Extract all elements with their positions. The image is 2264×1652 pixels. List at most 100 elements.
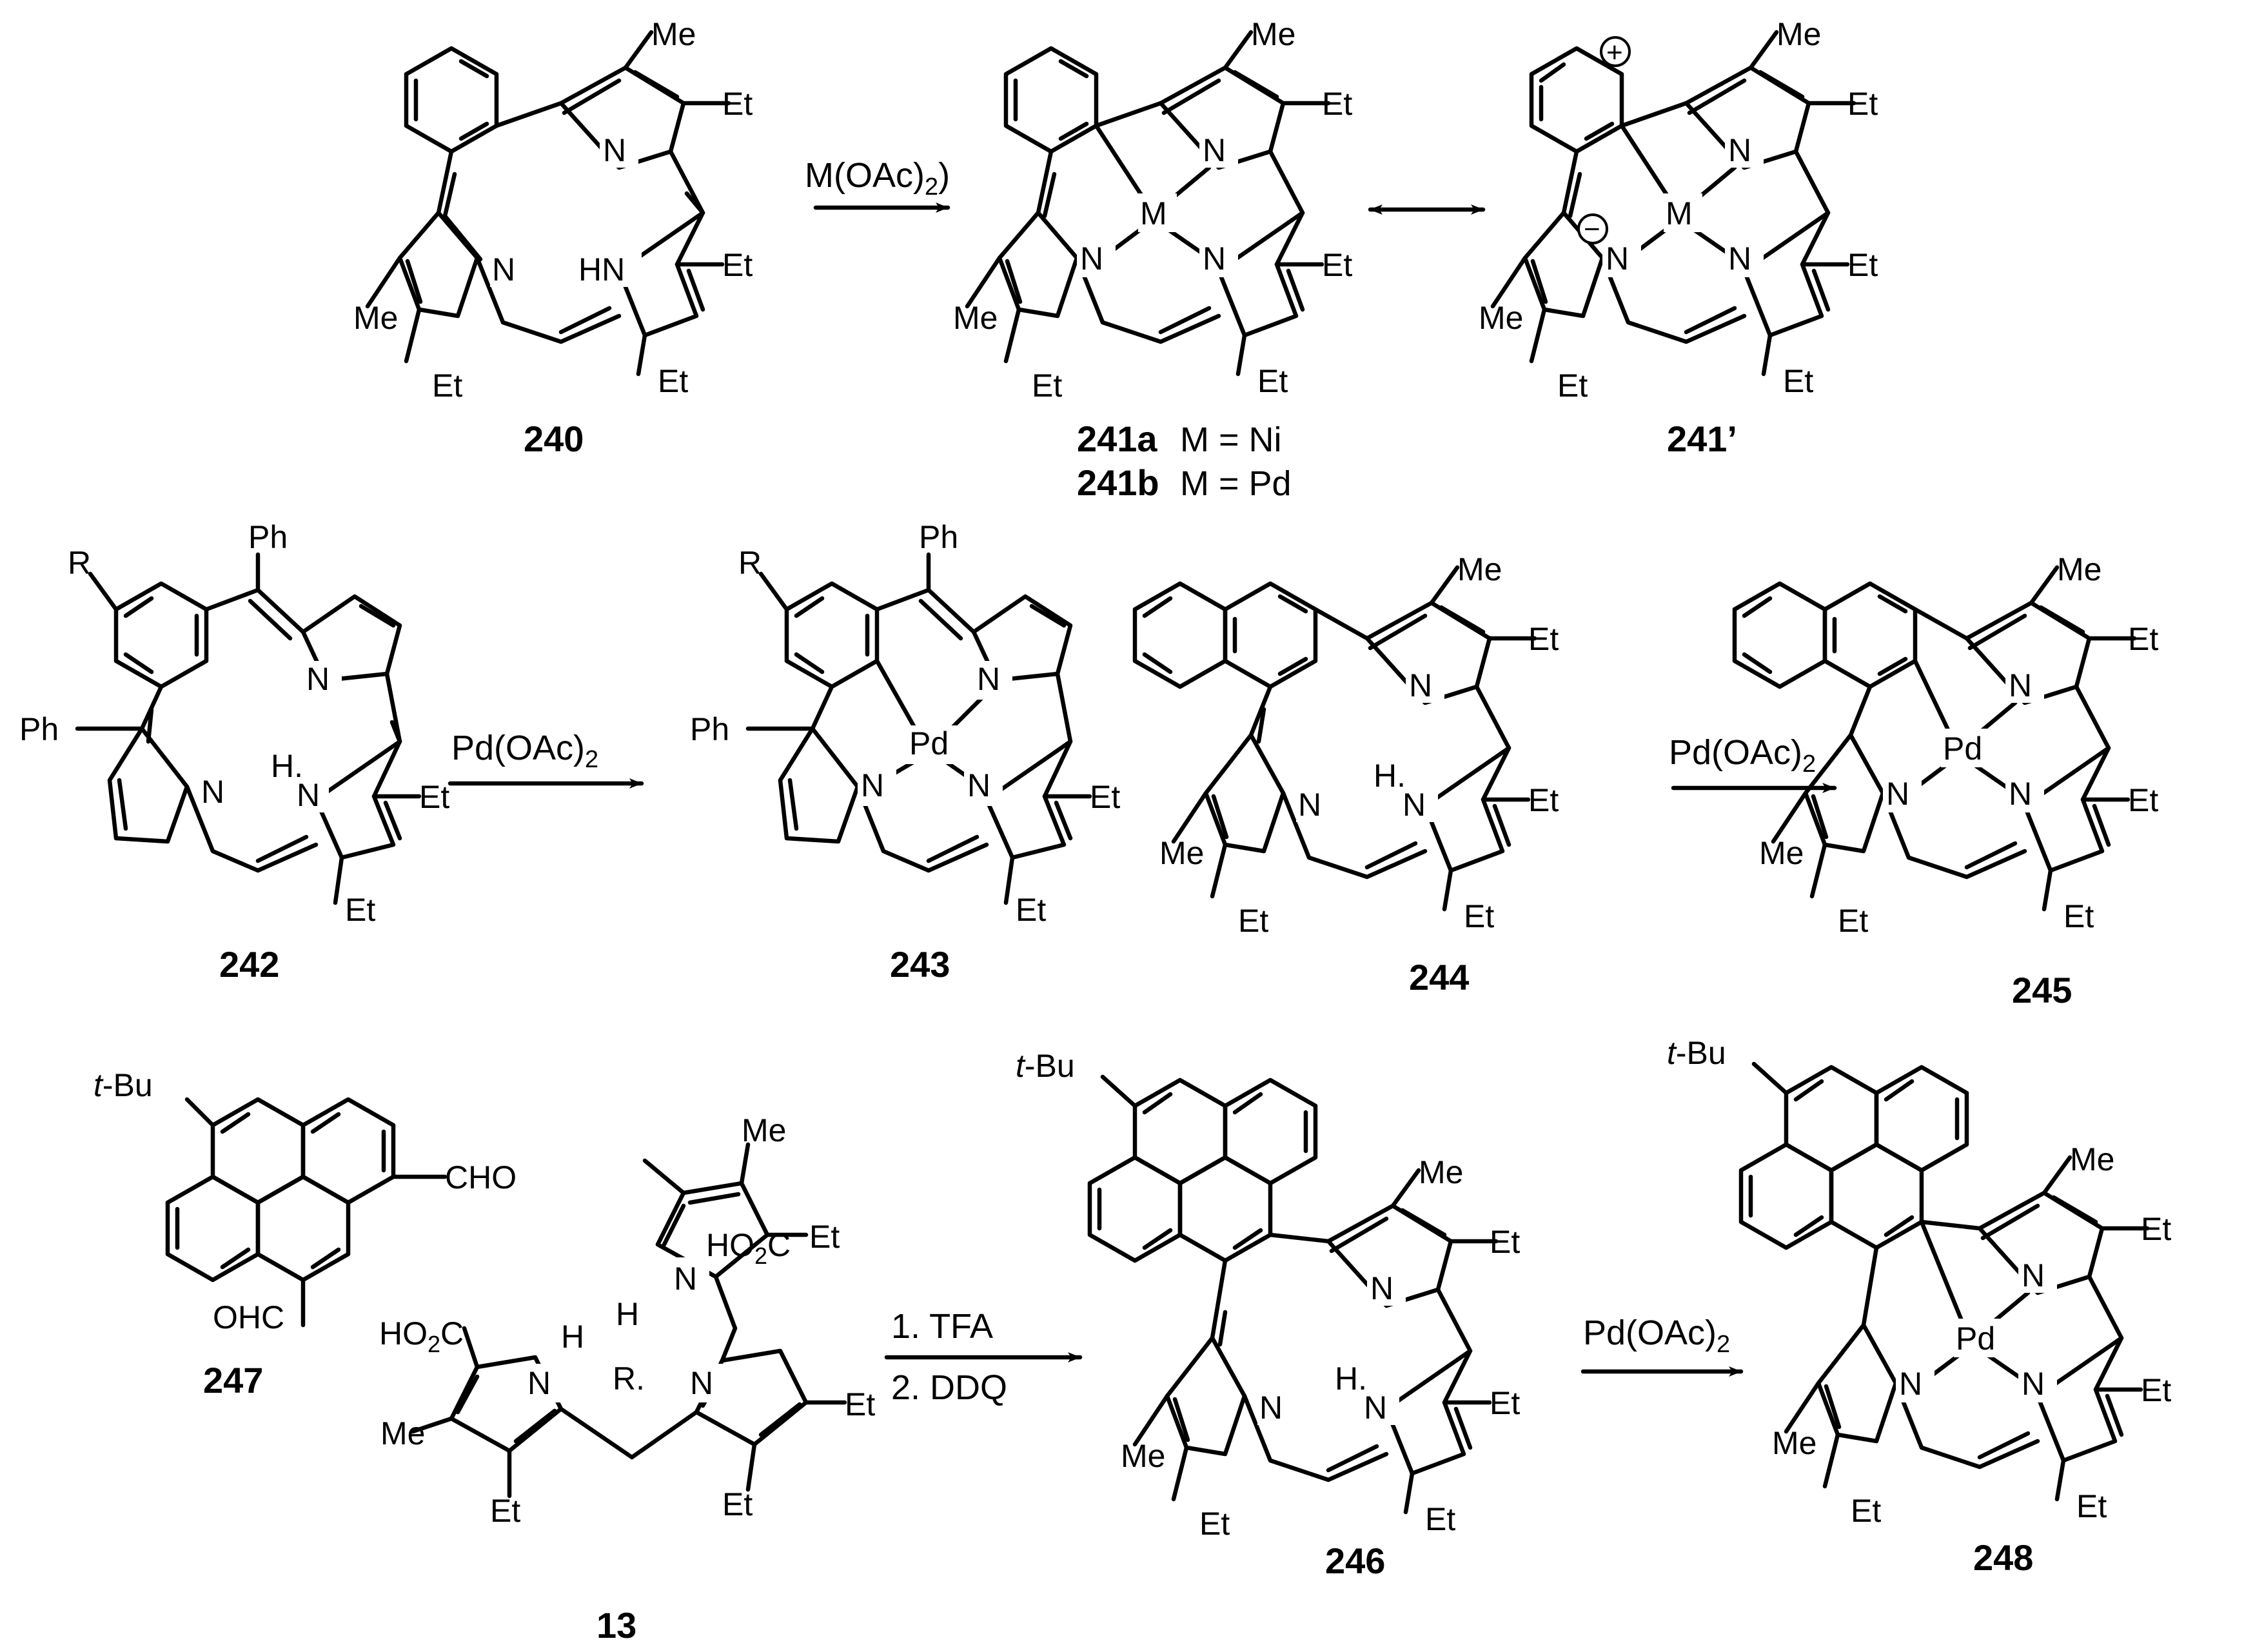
nh-label: HN <box>578 251 625 288</box>
compound-label-248: 248 <box>1973 1537 2033 1578</box>
et-label: Et <box>809 1219 840 1255</box>
compound-label-13: 13 <box>596 1605 636 1646</box>
me-label: Me <box>1159 835 1204 871</box>
n-label: N <box>1886 776 1909 812</box>
et-label: Et <box>1528 621 1559 657</box>
n-label: N <box>1259 1390 1283 1426</box>
reagent-step-1: 1. TFA <box>891 1307 993 1346</box>
carboxyl-label: HO2C <box>379 1315 464 1357</box>
me-label: Me <box>1777 16 1821 52</box>
cho-label: CHO <box>445 1159 517 1195</box>
n-label: N <box>1298 787 1321 823</box>
et-label: Et <box>1783 363 1813 399</box>
me-label: Me <box>651 16 696 52</box>
h-label: H. <box>1335 1361 1367 1397</box>
et-label: Et <box>1464 898 1494 934</box>
me-label: Me <box>1251 16 1295 52</box>
et-label: Et <box>1557 368 1588 404</box>
et-label: Et <box>2141 1372 2171 1408</box>
reagent-label: M(OAc)2) <box>805 156 950 201</box>
molecule-241-prime: + − Me Et N M N N Et Me Et Et 241’ <box>1479 16 1878 459</box>
n-label: N <box>1203 132 1226 168</box>
me-label: Me <box>1121 1438 1165 1474</box>
metal-note-241b: M = Pd <box>1180 464 1292 503</box>
ohc-label: OHC <box>213 1299 284 1335</box>
n-label: N <box>1606 241 1629 277</box>
me-label: Me <box>742 1112 786 1148</box>
et-label: Et <box>722 247 753 283</box>
carboxyl-label: HO2C <box>706 1227 791 1269</box>
reaction-arrow-3: Pd(OAc)2 <box>1669 733 1837 793</box>
molecule-248: t-Bu Me Et N Pd N N Et Me Et Et 248 <box>1667 1035 2171 1578</box>
ph-label: Ph <box>919 519 958 555</box>
et-label: Et <box>1425 1501 1455 1537</box>
me-label: Me <box>1479 300 1523 336</box>
me-label: Me <box>380 1415 425 1451</box>
molecule-244: Me Et N N H. N Et Me Et Et 244 <box>1132 551 1559 998</box>
ph-label: Ph <box>19 711 59 747</box>
me-label: Me <box>1759 835 1804 871</box>
reagent-step-2: 2. DDQ <box>891 1368 1007 1407</box>
n-label: N <box>674 1261 697 1297</box>
me-label: Me <box>1419 1154 1463 1190</box>
n-label: N <box>977 661 1000 697</box>
minus-charge: − <box>1584 213 1600 245</box>
me-label: Me <box>1457 551 1502 587</box>
n-label: N <box>1899 1366 1922 1402</box>
n-label: N <box>1728 132 1751 168</box>
et-label: Et <box>1847 247 1878 283</box>
n-label: N <box>492 251 515 288</box>
et-label: Et <box>1199 1506 1230 1542</box>
et-label: Et <box>1490 1385 1520 1421</box>
me-label: Me <box>353 300 398 336</box>
reagent-label: Pd(OAc)2 <box>451 729 598 773</box>
molecule-245: Me Et N Pd N N Et Me Et Et 245 <box>1732 551 2158 1010</box>
n-label: N <box>2022 1257 2045 1293</box>
pd-label: Pd <box>1956 1321 1995 1357</box>
et-label: Et <box>1238 903 1268 939</box>
reaction-arrow-5: Pd(OAc)2 <box>1580 1313 1744 1377</box>
compound-label-240: 240 <box>524 418 584 459</box>
et-label: Et <box>2128 621 2158 657</box>
n-label: N <box>1364 1390 1387 1426</box>
n-label: N <box>2009 667 2032 703</box>
n-label: N <box>306 661 330 697</box>
me-label: Me <box>2057 551 2102 587</box>
n-label: N <box>2009 776 2032 812</box>
et-label: Et <box>1838 903 1868 939</box>
r-label: R <box>738 545 762 581</box>
et-label: Et <box>722 1486 753 1522</box>
molecule-247: t-Bu CHO OHC 247 <box>94 1067 517 1401</box>
et-label: Et <box>2063 898 2094 934</box>
n-label: N <box>1370 1270 1393 1306</box>
et-label: Et <box>2128 782 2158 818</box>
et-label: Et <box>845 1386 875 1422</box>
n-label: N <box>861 767 884 803</box>
et-label: Et <box>1322 86 1352 122</box>
et-label: Et <box>658 363 688 399</box>
n-label: N <box>201 774 224 810</box>
n-label: N <box>1203 241 1226 277</box>
compound-label-241b: 241b <box>1077 462 1159 503</box>
tbu-label: t-Bu <box>1016 1048 1075 1084</box>
n-label: N <box>527 1365 551 1401</box>
reaction-arrow-1: M(OAc)2) <box>805 156 950 213</box>
h-label: H. <box>1373 758 1406 794</box>
pd-label: Pd <box>909 725 949 762</box>
reagent-label: Pd(OAc)2 <box>1583 1313 1730 1358</box>
n-label: N <box>1409 667 1432 703</box>
me-label: Me <box>1772 1425 1816 1461</box>
tbu-label: t-Bu <box>94 1067 153 1103</box>
et-label: Et <box>1032 368 1062 404</box>
molecule-241: Me Et N M N N Et Me Et Et 241a M = Ni 24… <box>953 16 1352 503</box>
metal-label: M <box>1140 195 1167 231</box>
ph-label: Ph <box>248 519 288 555</box>
metal-label: M <box>1666 195 1693 231</box>
tbu-label: t-Bu <box>1667 1035 1726 1071</box>
et-label: Et <box>722 86 753 122</box>
n-label: N <box>1403 787 1426 823</box>
molecule-243: R Ph Ph N Pd N N Et Et 243 <box>690 519 1120 985</box>
et-label: Et <box>1257 363 1288 399</box>
n-label: N <box>603 132 626 168</box>
